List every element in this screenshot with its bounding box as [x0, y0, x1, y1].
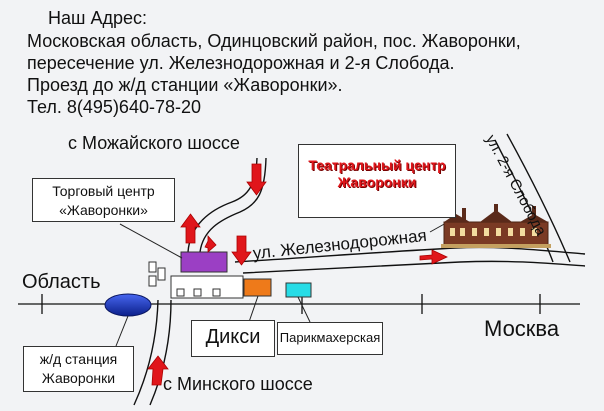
theatre-label-line1: Театральный центр — [308, 157, 446, 173]
address-line-1: Московская область, Одинцовский район, п… — [27, 31, 521, 51]
mall-block — [180, 251, 228, 273]
station-label-line2: Жаворонки — [41, 370, 116, 386]
address-phone: Тел. 8(495)640-78-20 — [27, 97, 201, 117]
mall-leader — [119, 223, 183, 259]
region-label: Область — [22, 271, 101, 293]
theatre-label-line2: Жаворонки — [337, 174, 417, 190]
station-leader — [115, 315, 129, 347]
hairdresser-label-box: Парикмахерская — [277, 322, 383, 355]
address-heading: Наш Адрес: — [48, 8, 147, 28]
mall-label-line1: Торговый центр — [52, 183, 155, 199]
minsk-road — [133, 299, 172, 406]
arrows — [147, 163, 448, 386]
arrow-up-minsk — [147, 355, 169, 386]
arrow-down-junction — [231, 235, 252, 266]
arrow-up-mall — [180, 213, 201, 244]
dixy-leader — [248, 295, 259, 323]
mall-label-line2: «Жаворонки» — [59, 202, 148, 218]
arrow-right-street — [419, 249, 448, 265]
address-line-3: Проезд до ж/д станции «Жаворонки». — [27, 75, 343, 95]
station-label-box: ж/д станция Жаворонки — [23, 346, 134, 392]
hairdresser-label: Парикмахерская — [279, 330, 381, 345]
railway-street — [234, 246, 586, 274]
dixy-label-box: Дикси — [191, 320, 275, 357]
mall-label-box: Торговый центр «Жаворонки» — [32, 178, 175, 222]
arrow-down-mozhaisk — [246, 163, 267, 196]
dixy-block — [243, 278, 272, 297]
hairdresser-block — [285, 282, 312, 298]
address-line-2: пересечение ул. Железнодорожная и 2-я Сл… — [27, 53, 455, 73]
dixy-label: Дикси — [205, 326, 261, 348]
theatre-label-box: Театральный центр Жаворонки — [298, 144, 456, 218]
arrow-ne — [204, 234, 217, 253]
station-icon — [104, 293, 152, 317]
station-label-line1: ж/д станция — [39, 351, 118, 367]
from-mozhaisk-label: с Можайского шоссе — [68, 133, 240, 153]
theatre-building-icon — [441, 204, 551, 248]
from-minsk-label: с Минского шоссе — [163, 374, 313, 394]
moscow-label: Москва — [484, 316, 560, 341]
hairdresser-leader — [297, 296, 311, 323]
small-buildings — [148, 261, 244, 299]
